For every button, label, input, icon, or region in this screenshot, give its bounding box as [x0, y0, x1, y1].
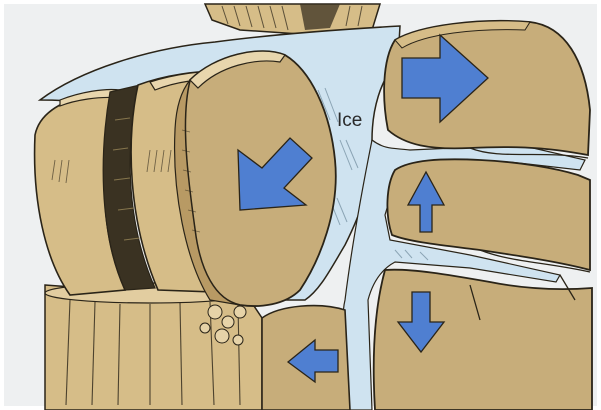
ice-label: Ice: [337, 110, 362, 131]
